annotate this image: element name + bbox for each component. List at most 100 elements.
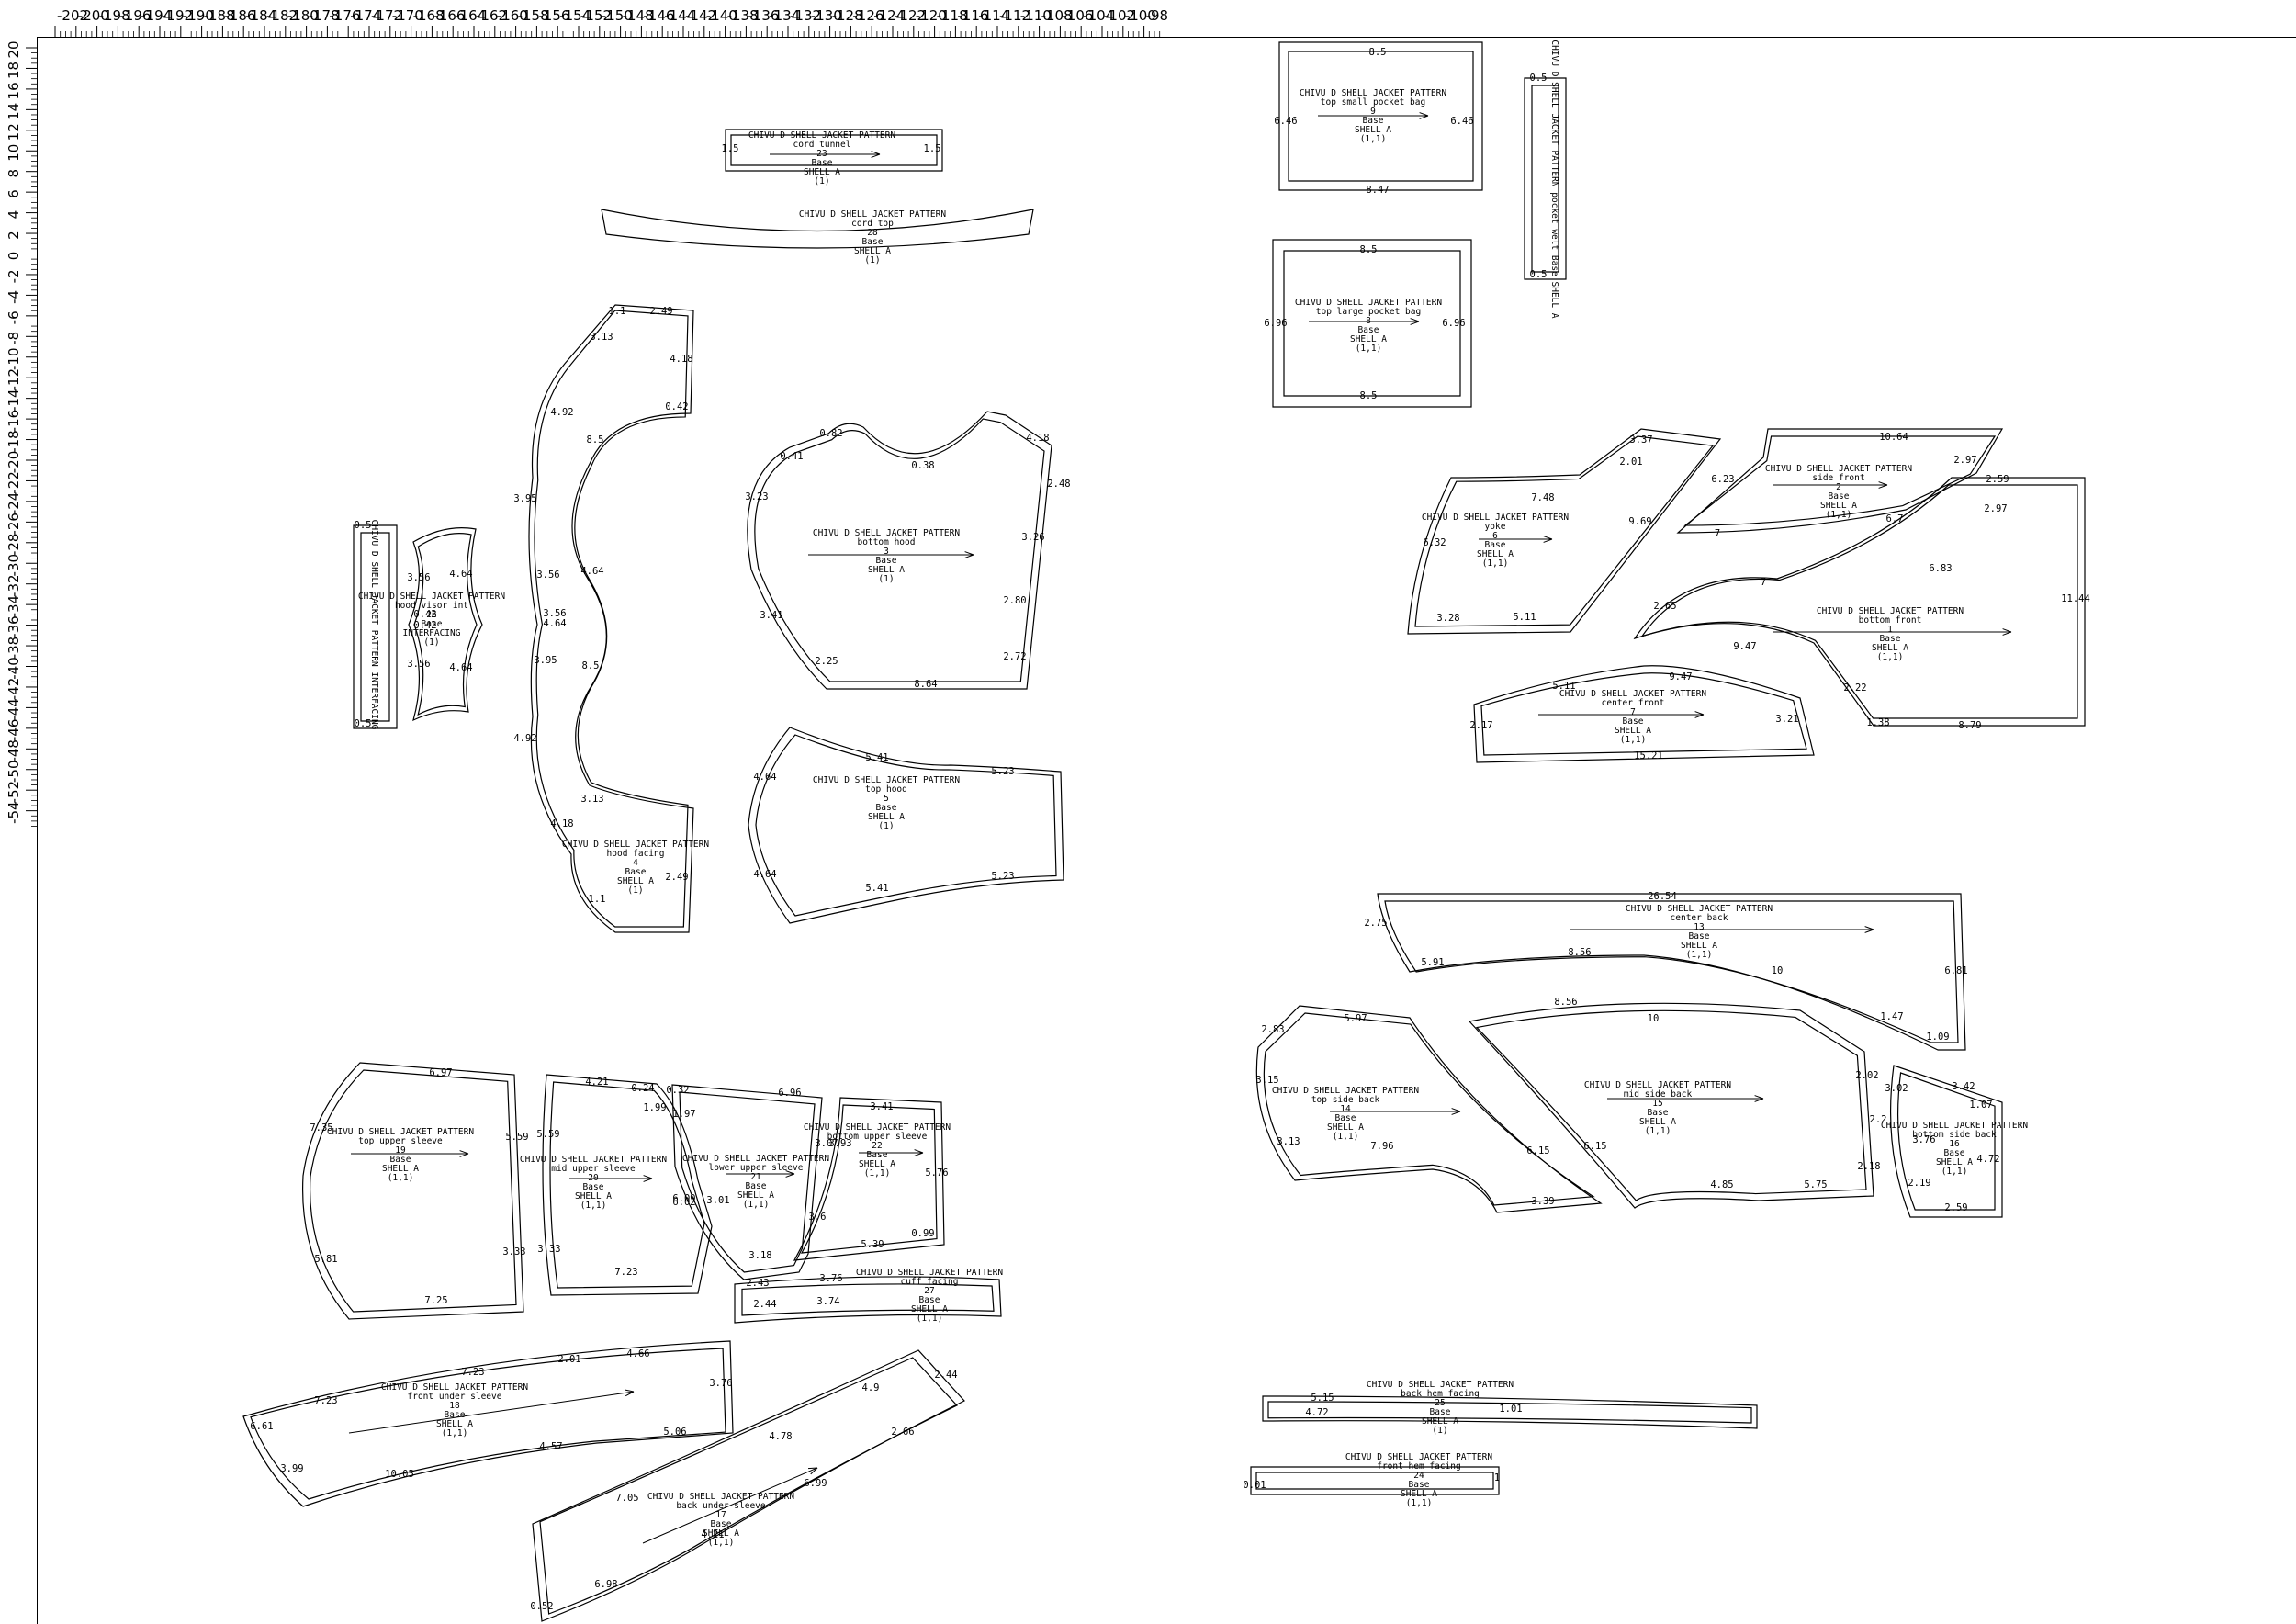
seam-measurement: 6.15 xyxy=(1583,1141,1606,1152)
seam-measurement: 5.41 xyxy=(865,752,888,763)
seam-measurement: 3.33 xyxy=(502,1246,525,1257)
piece-title: CHIVU D SHELL JACKET PATTERN xyxy=(358,592,505,602)
pattern-piece-hood-visor-strip[interactable]: CHIVU D SHELL JACKET PATTERN INTERFACING… xyxy=(353,520,398,730)
piece-title: CHIVU D SHELL JACKET PATTERN xyxy=(1559,689,1706,699)
piece-label: SHELL A xyxy=(1477,549,1514,559)
seam-line xyxy=(414,534,477,715)
piece-label: bottom front xyxy=(1859,615,1922,626)
piece-title: CHIVU D SHELL JACKET PATTERN xyxy=(682,1154,829,1164)
seam-measurement: 5.97 xyxy=(1344,1013,1367,1024)
ruler-label: -32 xyxy=(6,574,22,597)
seam-line xyxy=(1898,1073,1995,1210)
ruler-label: -164 xyxy=(455,7,486,24)
piece-label: 14 xyxy=(1340,1104,1351,1114)
grainline-arrow xyxy=(807,1467,818,1475)
seam-measurement: 1.01 xyxy=(1499,1404,1522,1415)
piece-label: Base xyxy=(390,1155,411,1165)
seam-measurement: 2.59 xyxy=(1986,474,2009,485)
piece-label: 2 xyxy=(1836,482,1841,492)
piece-label: Base xyxy=(867,1150,888,1160)
seam-measurement: 2.01 xyxy=(557,1354,580,1365)
seam-measurement: 6.15 xyxy=(1526,1145,1549,1156)
piece-outline xyxy=(747,411,1052,690)
seam-line xyxy=(802,1105,937,1253)
piece-label: cord tunnel xyxy=(793,140,851,150)
piece-label: SHELL A xyxy=(1872,643,1908,653)
ruler-horizontal[interactable]: -202-200-198-196-194-192-190-188-186-184… xyxy=(37,0,2296,38)
seam-measurement: 3.02 xyxy=(1885,1083,1908,1094)
ruler-vertical[interactable]: 20181614121086420-2-4-6-8-10-12-14-16-18… xyxy=(0,37,38,1624)
seam-measurement: 6.96 xyxy=(1442,318,1465,329)
seam-measurement: 7.48 xyxy=(1531,492,1554,503)
seam-measurement: 4.18 xyxy=(550,818,573,829)
ruler-label: -192 xyxy=(162,7,193,24)
piece-label: 9 xyxy=(1370,107,1376,117)
grainline-arrow xyxy=(1419,112,1429,119)
seam-measurement: 7.96 xyxy=(1370,1141,1393,1152)
piece-label: top hood xyxy=(865,784,907,795)
piece-label: (1) xyxy=(864,255,880,265)
piece-label: cord top xyxy=(851,219,894,229)
seam-line xyxy=(251,1348,726,1499)
piece-label: (1) xyxy=(627,885,643,896)
piece-label: Base xyxy=(711,1519,732,1529)
ruler-corner xyxy=(0,0,38,38)
seam-line xyxy=(756,735,1056,916)
grainline-arrow xyxy=(1451,1108,1461,1115)
seam-measurement: 5.59 xyxy=(505,1132,528,1143)
piece-outline xyxy=(1468,1002,1874,1209)
piece-label: 1 xyxy=(1887,625,1893,635)
seam-measurement: 2.49 xyxy=(665,872,688,883)
piece-outline xyxy=(1250,1466,1500,1495)
ruler-label: -4 xyxy=(6,290,22,304)
piece-title: CHIVU D SHELL JACKET PATTERN xyxy=(856,1268,1003,1278)
ruler-label: -18 xyxy=(6,430,22,453)
seam-measurement: 3.21 xyxy=(1775,714,1798,725)
pattern-piece-yoke[interactable]: CHIVU D SHELL JACKET PATTERNyoke6BaseSHE… xyxy=(1407,428,1722,635)
seam-measurement: 2.44 xyxy=(934,1370,957,1381)
ruler-label: -54 xyxy=(6,801,22,824)
seam-measurement: 0.42 xyxy=(413,620,436,631)
ruler-label: -24 xyxy=(6,492,22,515)
piece-label: center front xyxy=(1602,698,1665,708)
seam-measurement: 7 xyxy=(1715,528,1720,539)
piece-label: SHELL A xyxy=(1820,501,1857,511)
piece-label: SHELL A xyxy=(1350,334,1387,344)
piece-label: back under sleeve xyxy=(676,1501,766,1511)
seam-measurement: 8.56 xyxy=(1554,997,1577,1008)
piece-title: CHIVU D SHELL JACKET PATTERN xyxy=(1817,606,1964,616)
ruler-label: -140 xyxy=(706,7,737,24)
pattern-canvas[interactable]: CHIVU D SHELL JACKET PATTERN cord tunnel 2… xyxy=(37,37,2296,1624)
piece-label: bottom hood xyxy=(858,537,916,547)
pattern-piece-pocket-strip[interactable]: CHIVU D SHELL JACKET PATTERN pocket welt… xyxy=(1524,39,1567,319)
piece-label: 17 xyxy=(715,1510,726,1520)
seam-measurement: 5.23 xyxy=(991,871,1014,882)
piece-label: SHELL A xyxy=(854,246,891,256)
ruler-label: -176 xyxy=(329,7,360,24)
piece-outline xyxy=(1633,477,2086,727)
